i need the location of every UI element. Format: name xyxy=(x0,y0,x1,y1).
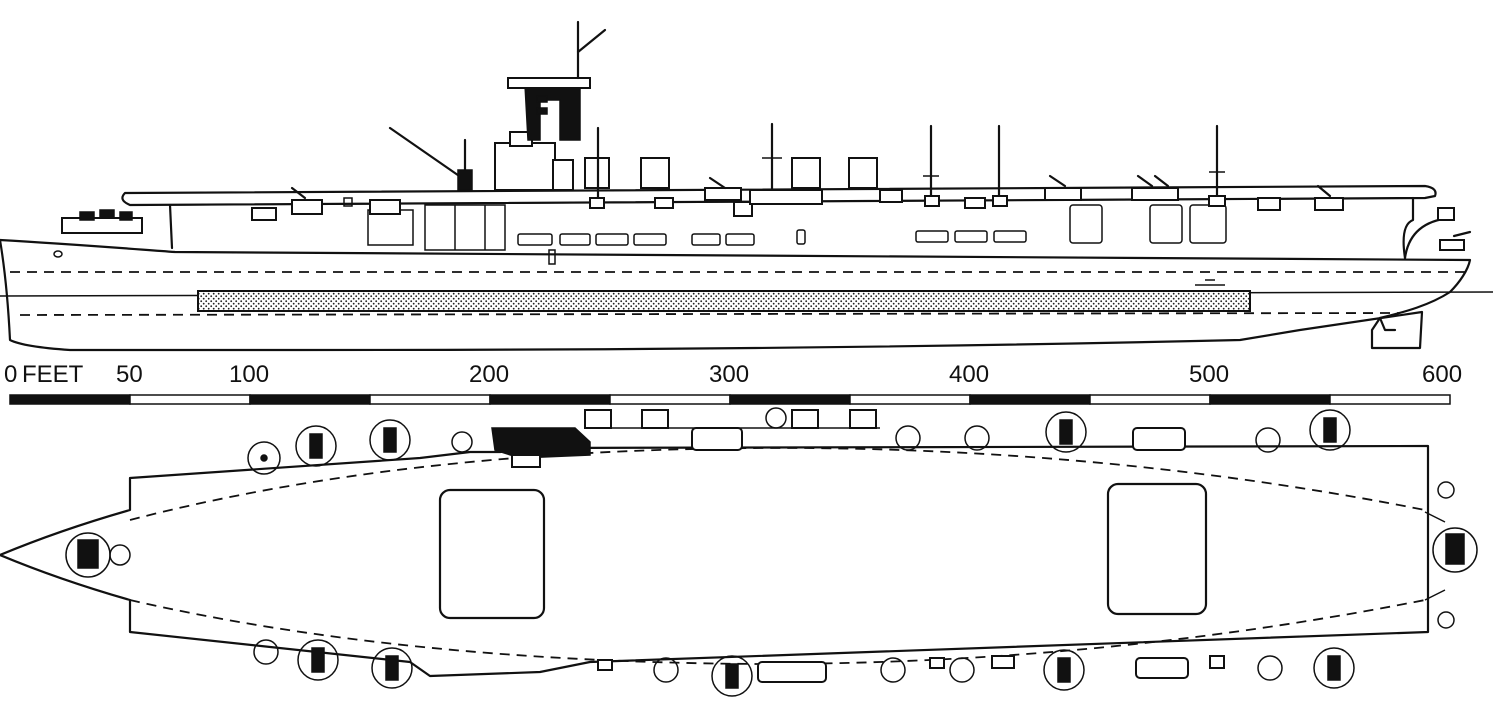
forward-elevator xyxy=(438,488,546,620)
flight-deck xyxy=(121,184,1437,207)
scale-tick-label: 400 xyxy=(949,361,989,388)
scale-tick-label: 0 xyxy=(4,361,17,388)
crane xyxy=(388,126,473,192)
scale-tick-label: 200 xyxy=(469,361,509,388)
hull-outline xyxy=(0,238,1472,352)
scale-segment xyxy=(729,394,851,405)
plan-island xyxy=(491,427,591,459)
scale-tick-label: 300 xyxy=(709,361,749,388)
hangar-aft xyxy=(1402,196,1415,260)
side-profile xyxy=(0,20,1493,352)
funnels xyxy=(584,157,878,189)
armour-belt xyxy=(197,290,1251,312)
side-guns xyxy=(61,174,1472,251)
stern-skeg xyxy=(1378,316,1397,332)
scale-segment xyxy=(249,394,371,405)
scale-tick-label: 500 xyxy=(1189,361,1229,388)
plan-dashed-outline xyxy=(129,447,1426,665)
scale-bar: 0 50 100 200 300 400 500 600 FEET xyxy=(4,361,1462,405)
hangar-forward xyxy=(168,203,174,250)
scale-tick-label: 50 xyxy=(116,361,143,388)
scale-segment xyxy=(9,394,131,405)
scale-segment xyxy=(489,394,611,405)
masts xyxy=(596,122,1225,207)
scale-segment xyxy=(129,394,251,405)
island xyxy=(494,20,607,191)
aft-elevator xyxy=(1106,482,1208,616)
scale-tick-label: 600 xyxy=(1422,361,1462,388)
scale-segment xyxy=(1329,394,1451,405)
hull-dashed-line-lower xyxy=(19,312,1401,316)
scale-tick-label: 100 xyxy=(229,361,269,388)
plan-view xyxy=(0,407,1478,697)
scale-unit-label: FEET xyxy=(22,361,84,388)
scale-segment xyxy=(369,394,491,405)
plan-sponsons-lower xyxy=(253,639,1355,697)
hangar-openings xyxy=(367,204,1227,251)
bow-cutaway xyxy=(1403,216,1452,260)
plan-flight-deck xyxy=(0,444,1430,678)
scale-segment xyxy=(849,394,971,405)
plan-sponsons-upper xyxy=(247,407,1351,475)
scale-segment xyxy=(609,394,731,405)
scale-segment xyxy=(969,394,1091,405)
scale-segment xyxy=(1209,394,1331,405)
scale-segment xyxy=(1089,394,1211,405)
